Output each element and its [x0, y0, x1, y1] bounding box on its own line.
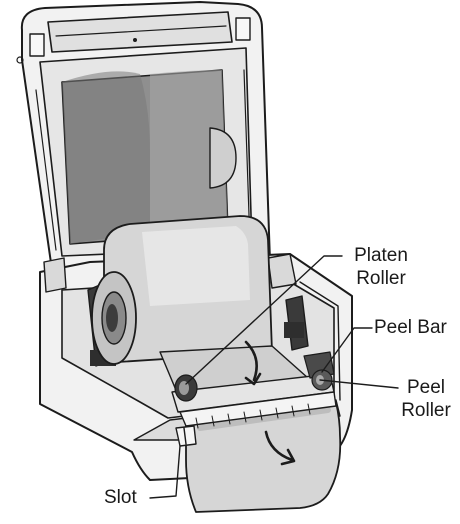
- peel-roller-line2: Roller: [401, 400, 451, 421]
- slot: [175, 425, 197, 447]
- peel-bar-label: Peel Bar: [374, 317, 447, 338]
- roll-holder-right: [284, 295, 309, 351]
- print-mechanism: [171, 373, 337, 429]
- printer-lid: [16, 1, 271, 271]
- platen-roller: [174, 374, 198, 402]
- leader-lines: [149, 255, 399, 499]
- peel-roller-line1: Peel: [406, 377, 446, 398]
- exit-direction-icon: [264, 430, 294, 462]
- feed-arrows: [244, 340, 296, 466]
- platen-label-line1: Platen: [354, 245, 408, 266]
- peel-bar-leader: [321, 327, 373, 373]
- slot-label: Slot: [104, 487, 137, 508]
- platen-label-line2: Roller: [356, 268, 406, 289]
- peel-assembly: [303, 351, 335, 391]
- slot-leader: [149, 445, 181, 499]
- peel-roller-label: Peel Roller: [394, 376, 458, 422]
- platen-leader: [185, 255, 343, 385]
- platen-roller-label: Platen Roller: [344, 244, 418, 290]
- peel-roller-leader: [319, 379, 399, 389]
- feed-direction-icon: [244, 340, 258, 382]
- media-roll: [91, 215, 273, 365]
